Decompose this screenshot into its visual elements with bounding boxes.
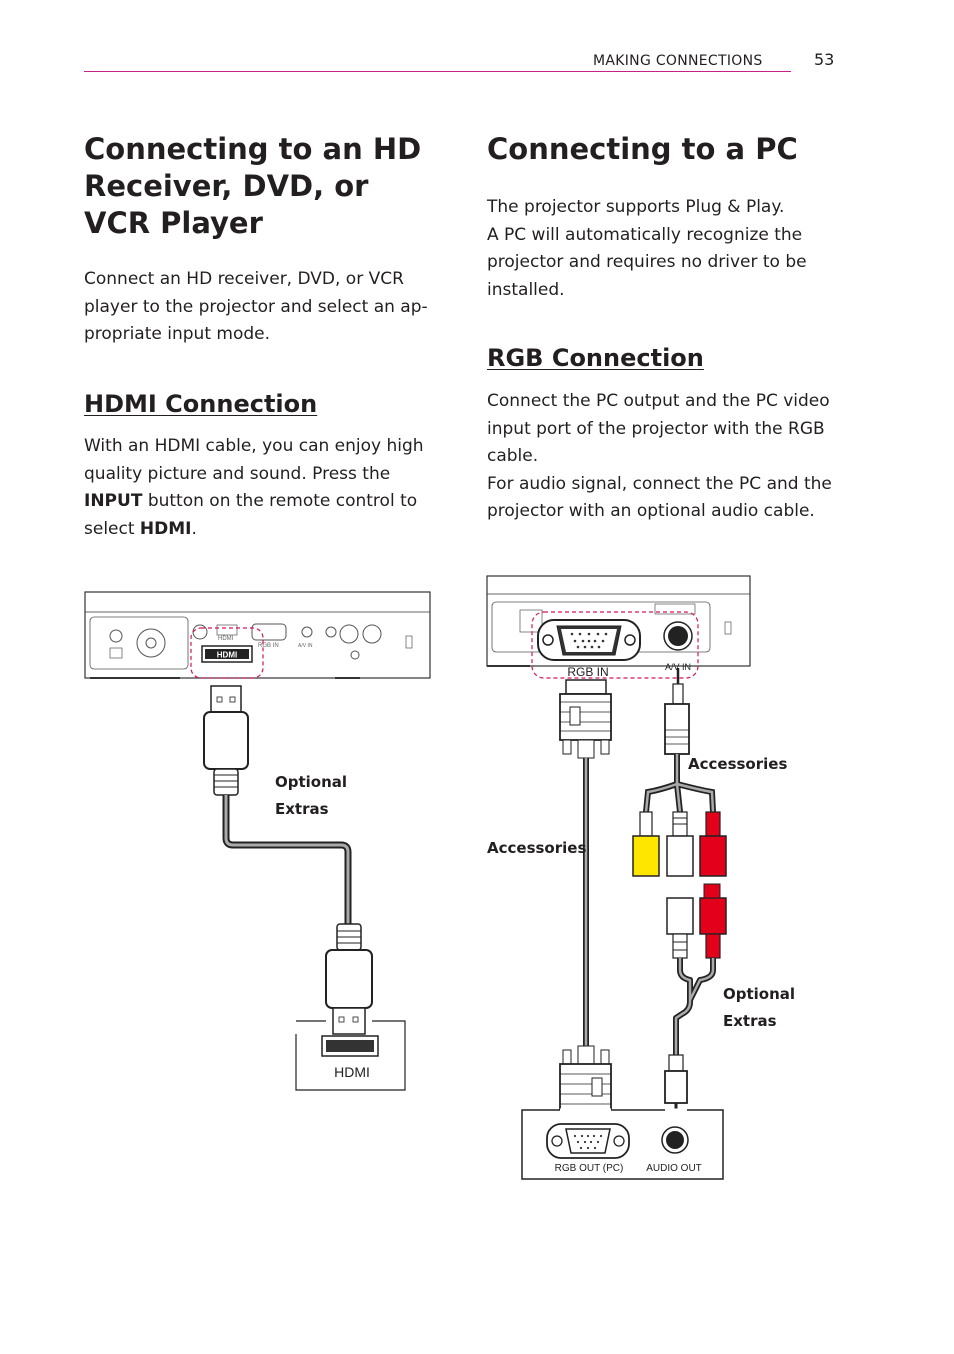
source-device-panel [295, 1020, 406, 1091]
rgb-in-label: RGB IN [567, 665, 608, 679]
rca-plug-yellow [632, 811, 660, 877]
projector-hdmi-logo: HDMI [217, 651, 237, 660]
hdmi-plug-top [203, 685, 249, 796]
input-button-name: INPUT [84, 491, 143, 511]
projector-label-av-in: A/V IN [298, 643, 313, 649]
rgb-av-port-highlight [531, 611, 699, 679]
projector-rgb-in-port [537, 619, 641, 661]
pc-intro: The projector supports Plug & Play.A PC … [487, 197, 807, 300]
projector-rear-panel [84, 591, 431, 679]
rca-plug-red [699, 811, 727, 877]
hdmi-connection-heading: HDMI Connection [84, 390, 318, 418]
projector-label-rgb-in: RGB IN [258, 643, 279, 649]
rca-plug-white [666, 811, 694, 877]
rca-plug-white-2 [666, 897, 694, 959]
rgb-out-label: RGB OUT (PC) [555, 1163, 624, 1174]
audio-plug-bottom [664, 1054, 688, 1126]
av-in-label: A/V IN [665, 662, 691, 672]
vga-plug-bottom [559, 1045, 612, 1117]
header-rule [84, 71, 791, 72]
rgb-connection-diagram: RGB OUT (PC) AUDIO OUT RGB IN A/V IN [486, 575, 751, 1180]
accessories-label-top: Accessories [688, 755, 788, 773]
rgb-connection-heading: RGB Connection [487, 344, 704, 372]
hdmi-input-name: HDMI [139, 518, 192, 539]
rca-plug-red-2 [699, 897, 727, 959]
audio-plug-top [664, 668, 690, 755]
accessories-label-left: Accessories [487, 839, 587, 857]
section-label: MAKING CONNECTIONS [593, 53, 763, 69]
hdmi-connection-diagram: HDMI RGB IN A/V IN HDMI HDMI [84, 591, 431, 1091]
projector-label-hdmi: HDMI [218, 636, 234, 642]
page-title-hd-receiver: Connecting to an HD Receiver, DVD, or VC… [84, 132, 422, 240]
rgb-connection-text: Connect the PC output and the PC video i… [487, 391, 832, 521]
device-hdmi-label: HDMI [334, 1064, 370, 1080]
pc-rgb-out-port [546, 1123, 630, 1159]
audio-out-label: AUDIO OUT [646, 1163, 702, 1174]
hdmi-connection-text: With an HDMI cable, you can enjoy high q… [84, 436, 424, 539]
page-title-pc: Connecting to a PC [487, 132, 798, 166]
page-number: 53 [814, 50, 835, 69]
hdmi-plug-bottom [325, 923, 373, 1035]
vga-plug-top [559, 679, 612, 759]
hd-receiver-intro: Connect an HD receiver, DVD, or VCR play… [84, 269, 428, 344]
